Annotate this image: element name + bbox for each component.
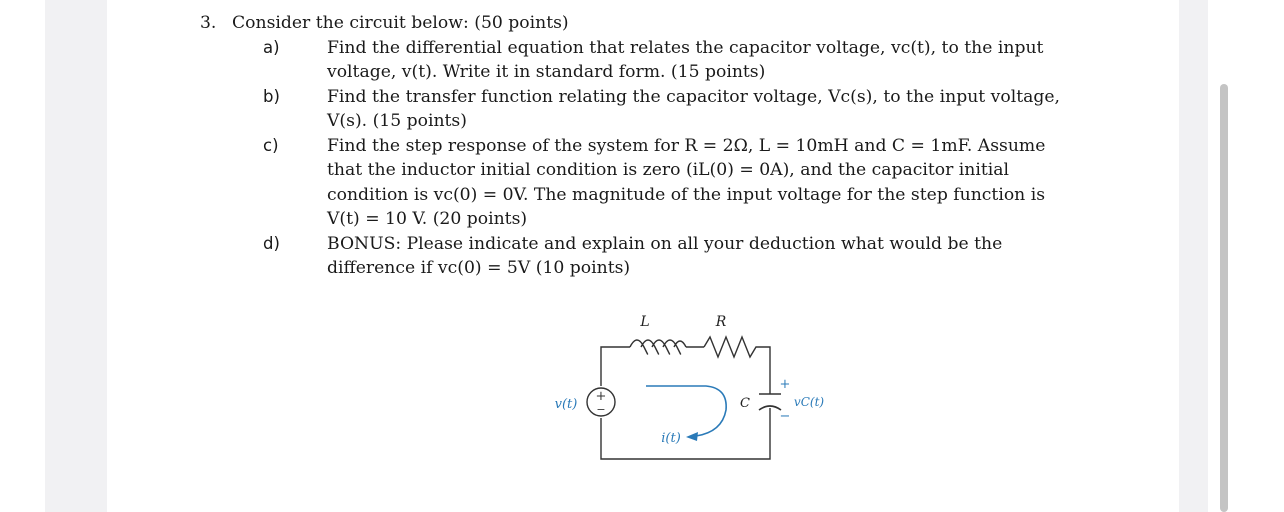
rlc-circuit-diagram: + − L R v(t) C + − vC(t) i(t) <box>555 314 824 460</box>
source-plus-sign: + <box>596 389 607 404</box>
capacitor-voltage-label: vC(t) <box>794 395 824 409</box>
part-a: a) Find the differential equation that r… <box>200 36 1127 85</box>
inductor-symbol <box>629 339 687 355</box>
scrollbar-thumb[interactable] <box>1220 84 1228 512</box>
resistor-label: R <box>715 314 727 330</box>
document-page <box>107 0 1179 512</box>
part-d: d) BONUS: Please indicate and explain on… <box>200 232 1127 281</box>
left-margin <box>0 0 45 512</box>
inductor-label: L <box>639 314 649 330</box>
part-text: Find the transfer function relating the … <box>327 86 1061 132</box>
part-text: BONUS: Please indicate and explain on al… <box>327 233 1003 279</box>
part-b: b) Find the transfer function relating t… <box>200 85 1127 134</box>
circuit-wires <box>600 346 771 460</box>
question-header: 3. Consider the circuit below: (50 points… <box>200 11 1127 36</box>
part-text: Find the differential equation that rela… <box>327 37 1044 83</box>
resistor-symbol <box>703 335 760 359</box>
question-3: 3. Consider the circuit below: (50 points… <box>200 11 1127 281</box>
capacitor-symbol <box>758 393 782 411</box>
question-intro: Consider the circuit below: (50 points) <box>232 13 569 33</box>
current-arrow-head-icon <box>686 432 698 441</box>
capacitor-plus-sign: + <box>780 377 791 392</box>
source-label: v(t) <box>555 397 578 412</box>
capacitor-minus-sign: − <box>780 409 791 424</box>
part-label: d) <box>263 233 280 253</box>
voltage-source-symbol <box>586 387 616 417</box>
part-label: b) <box>263 86 280 106</box>
current-arrow <box>646 385 727 437</box>
current-label: i(t) <box>661 431 681 446</box>
part-label: c) <box>263 135 279 155</box>
part-text: Find the step response of the system for… <box>327 135 1046 230</box>
part-label: a) <box>263 37 280 57</box>
source-minus-sign: − <box>596 403 605 416</box>
part-c: c) Find the step response of the system … <box>200 134 1127 232</box>
capacitor-label: C <box>740 396 750 411</box>
question-number: 3. <box>200 13 217 33</box>
